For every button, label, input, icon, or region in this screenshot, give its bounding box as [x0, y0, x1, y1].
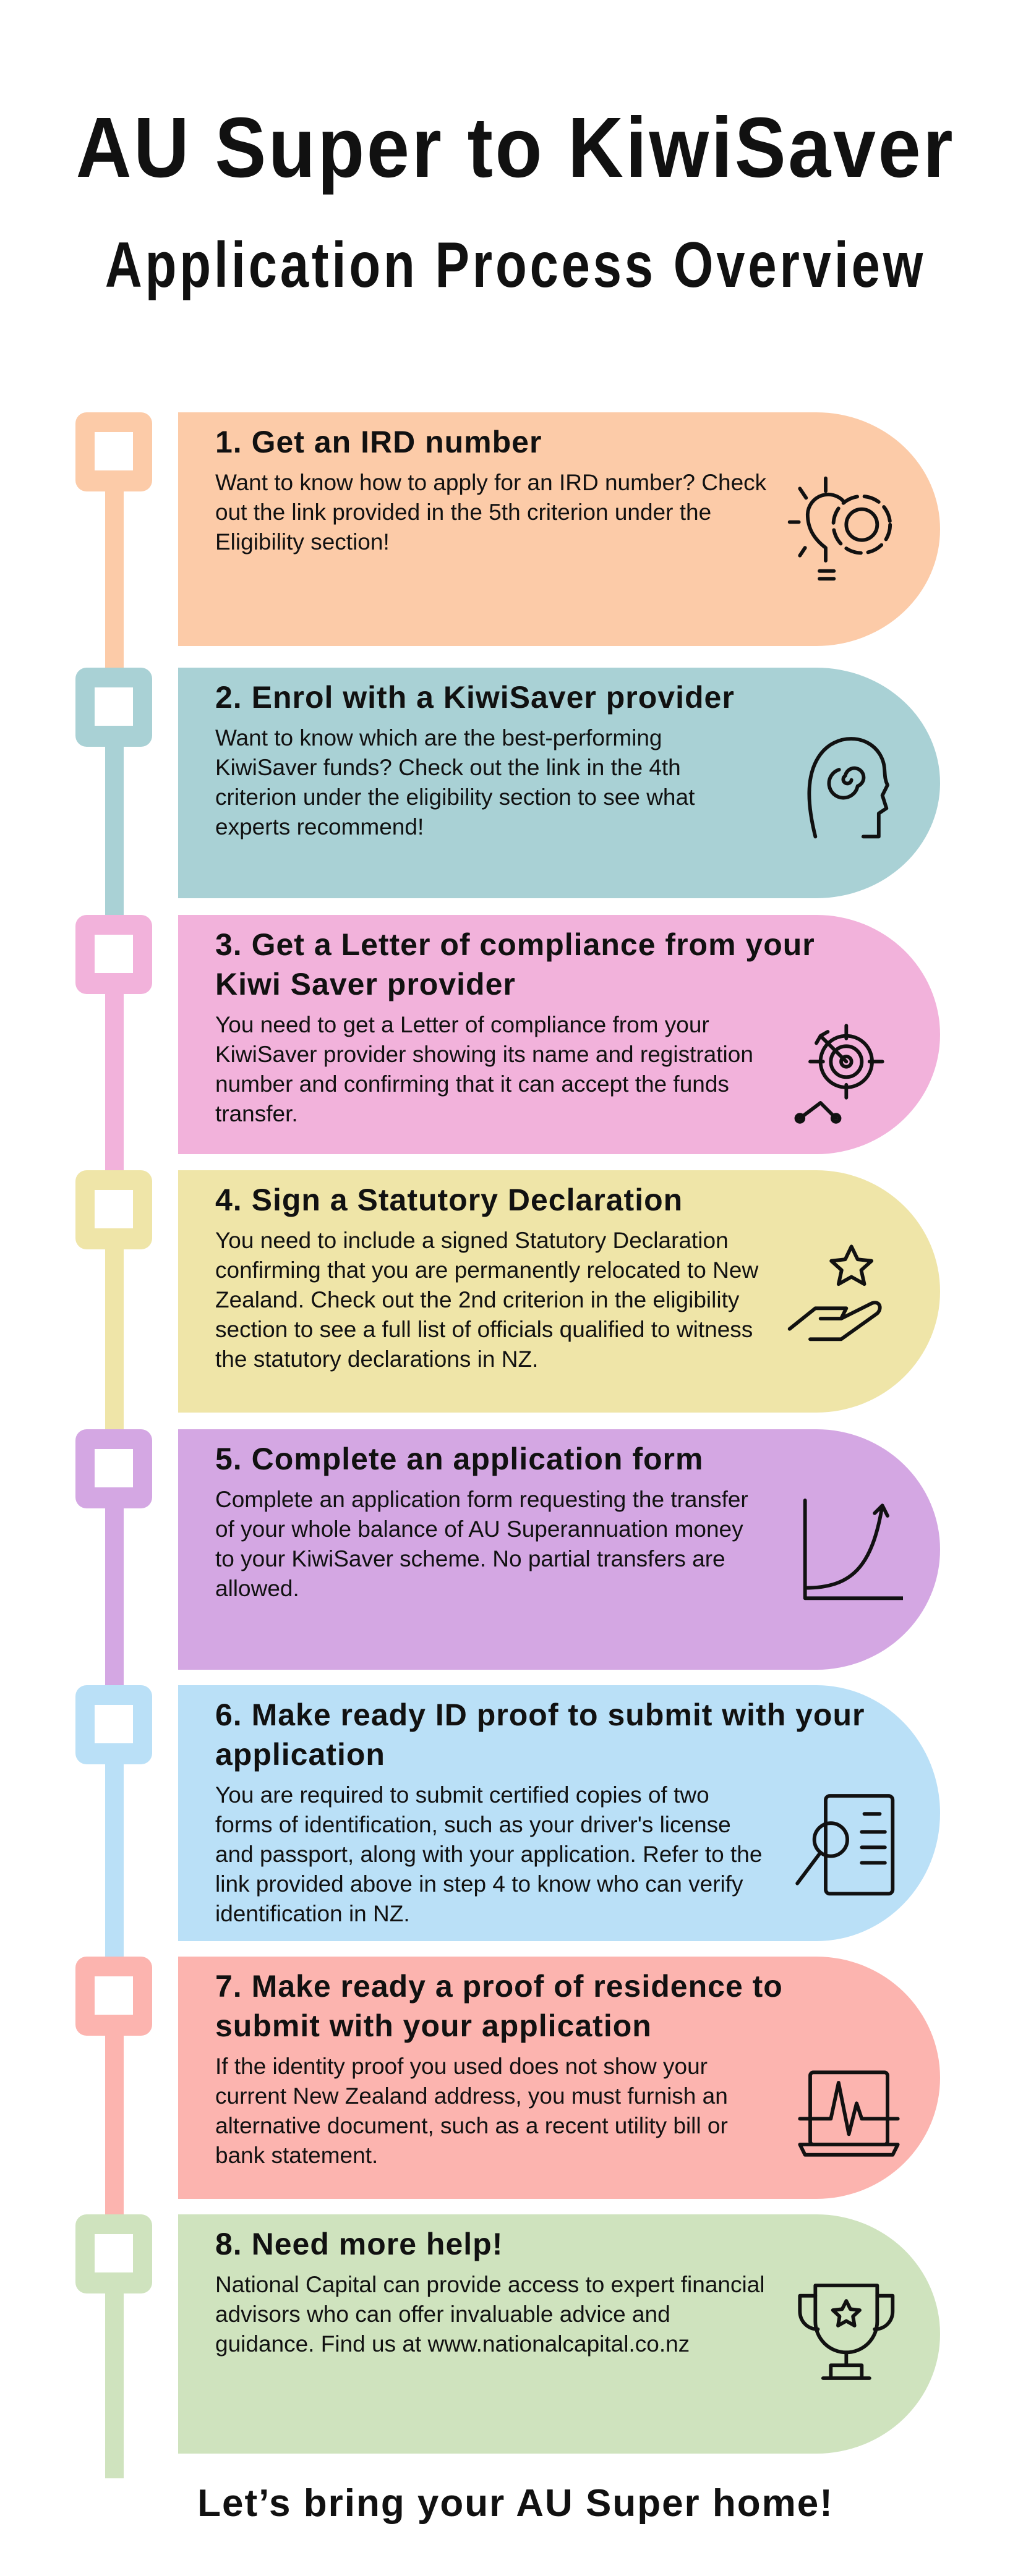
subtitle: Application Process Overview	[105, 229, 926, 301]
checkbox-icon	[75, 1170, 152, 1249]
step-card: 5. Complete an application form Complete…	[178, 1429, 940, 1670]
step-heading: 4. Sign a Statutory Declaration	[215, 1183, 683, 1217]
checkbox-icon	[75, 915, 152, 994]
step-heading: 6. Make ready ID proof to submit with yo…	[215, 1698, 865, 1772]
step-body: Want to know how to apply for an IRD num…	[215, 470, 767, 555]
step-body: You need to get a Letter of compliance f…	[215, 1012, 753, 1126]
step-heading: 5. Complete an application form	[215, 1442, 704, 1476]
step-card: 8. Need more help! National Capital can …	[178, 2214, 940, 2454]
head-spiral-icon	[779, 723, 903, 847]
timeline-connector	[105, 2276, 124, 2478]
timeline-connector	[105, 729, 124, 921]
checkbox-icon	[75, 1685, 152, 1764]
document-search-icon	[779, 1780, 903, 1904]
hand-star-icon	[779, 1226, 903, 1350]
checkbox-icon	[75, 2214, 152, 2293]
step-card: 7. Make ready a proof of residence to su…	[178, 1957, 940, 2199]
step-heading: 8. Need more help!	[215, 2227, 503, 2261]
timeline-connector	[105, 2018, 124, 2221]
step-heading: 2. Enrol with a KiwiSaver provider	[215, 680, 735, 715]
target-icon	[779, 1010, 903, 1134]
timeline-connector	[105, 1491, 124, 1691]
timeline-connector	[105, 977, 124, 1176]
step-heading: 3. Get a Letter of compliance from your …	[215, 927, 815, 1001]
step-heading: 1. Get an IRD number	[215, 425, 542, 459]
step-body: Want to know which are the best-performi…	[215, 725, 695, 840]
step-card: 1. Get an IRD number Want to know how to…	[178, 412, 940, 646]
checkbox-icon	[75, 1429, 152, 1508]
checkbox-icon	[75, 412, 152, 491]
step-body: If the identity proof you used does not …	[215, 2054, 728, 2168]
checkbox-icon	[75, 668, 152, 747]
step-card: 3. Get a Letter of compliance from your …	[178, 915, 940, 1154]
lightbulb-gear-icon	[779, 468, 903, 592]
timeline-connector	[105, 1747, 124, 1963]
footer-tagline: Let’s bring your AU Super home!	[197, 2482, 834, 2525]
timeline-connector	[105, 474, 124, 674]
growth-chart-icon	[779, 1485, 905, 1609]
step-heading: 7. Make ready a proof of residence to su…	[215, 1969, 783, 2043]
step-card: 2. Enrol with a KiwiSaver provider Want …	[178, 668, 940, 898]
laptop-pulse-icon	[779, 2052, 903, 2175]
step-body: You are required to submit certified cop…	[215, 1782, 763, 1926]
trophy-icon	[779, 2270, 903, 2394]
step-card: 4. Sign a Statutory Declaration You need…	[178, 1170, 940, 1413]
main-title: AU Super to KiwiSaver	[75, 100, 956, 195]
step-body: You need to include a signed Statutory D…	[215, 1228, 759, 1372]
checkbox-icon	[75, 1957, 152, 2036]
step-card: 6. Make ready ID proof to submit with yo…	[178, 1685, 940, 1941]
step-body: National Capital can provide access to e…	[215, 2272, 765, 2357]
step-body: Complete an application form requesting …	[215, 1487, 748, 1601]
timeline-connector	[105, 1232, 124, 1435]
